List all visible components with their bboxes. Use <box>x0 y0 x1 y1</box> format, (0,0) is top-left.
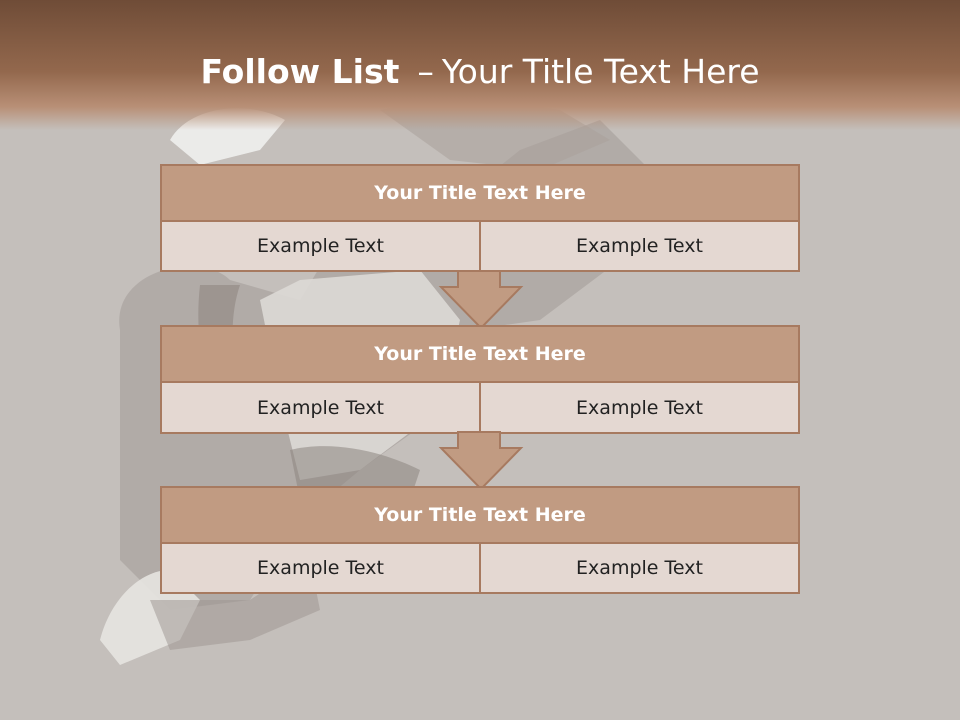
slide-title: Follow List–Your Title Text Here <box>0 52 960 91</box>
header-band <box>0 0 960 130</box>
flow-block-cell-left: Example Text <box>257 235 384 257</box>
flow-block-cell-right: Example Text <box>479 544 798 592</box>
flow-block-row: Example Text Example Text <box>162 544 798 592</box>
down-arrow-icon <box>436 431 526 505</box>
flow-block-cell-left: Example Text <box>257 557 384 579</box>
flow-block-2: Your Title Text Here Example Text Exampl… <box>160 325 800 434</box>
flow-block-title: Your Title Text Here <box>162 327 798 383</box>
flow-block-1: Your Title Text Here Example Text Exampl… <box>160 164 800 272</box>
down-arrow-icon <box>436 270 526 344</box>
flow-block-title: Your Title Text Here <box>162 488 798 544</box>
flow-block-cell-right: Example Text <box>479 222 798 270</box>
flow-block-3: Your Title Text Here Example Text Exampl… <box>160 486 800 594</box>
slide-title-rest: Your Title Text Here <box>441 52 760 91</box>
slide-title-separator: – <box>417 52 434 91</box>
slide-title-bold: Follow List <box>200 52 400 91</box>
flow-block-row: Example Text Example Text <box>162 383 798 432</box>
flow-block-cell-left: Example Text <box>257 396 384 419</box>
flow-block-title: Your Title Text Here <box>162 166 798 222</box>
flow-block-row: Example Text Example Text <box>162 222 798 270</box>
flow-block-cell-right: Example Text <box>479 383 798 432</box>
